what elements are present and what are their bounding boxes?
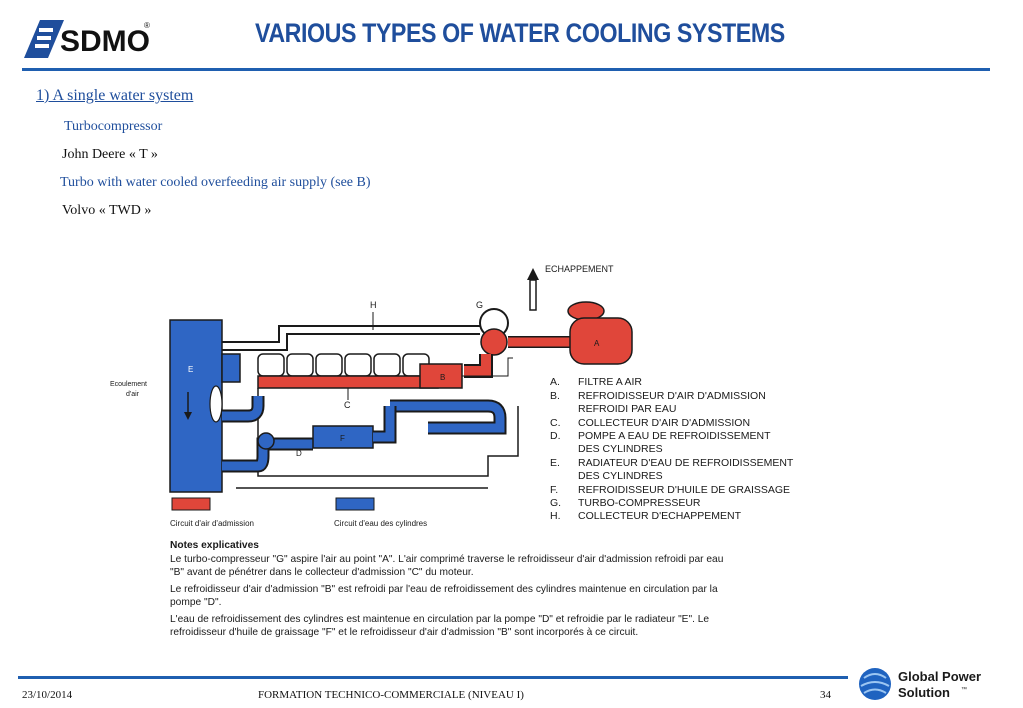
label-b: B	[440, 373, 445, 382]
page-number: 34	[820, 689, 831, 701]
svg-text:DES CYLINDRES: DES CYLINDRES	[578, 443, 663, 455]
explanatory-notes: Notes explicatives Le turbo-compresseur …	[170, 540, 723, 638]
label-e: E	[188, 365, 193, 374]
svg-text:DES CYLINDRES: DES CYLINDRES	[578, 470, 663, 482]
svg-text:TURBO-COMPRESSEUR: TURBO-COMPRESSEUR	[578, 497, 701, 509]
exhaust-arrow	[527, 268, 539, 280]
svg-text:"B" avant de pénétrer dans le: "B" avant de pénétrer dans le collecteur…	[170, 567, 474, 578]
notes-heading: Notes explicatives	[170, 540, 259, 551]
svg-text:H.: H.	[550, 510, 561, 522]
charge-air-cooler-b	[419, 363, 463, 389]
svg-text:pompe "D".: pompe "D".	[170, 597, 221, 608]
air-flow-label: Ecoulement	[110, 381, 147, 388]
intake-circuit-label: Circuit d'air d'admission	[170, 519, 254, 528]
label-g: G	[476, 300, 483, 310]
svg-text:FILTRE A AIR: FILTRE A AIR	[578, 376, 642, 388]
component-legend: A. FILTRE A AIR B. REFROIDISSEUR D'AIR D…	[550, 376, 794, 522]
svg-text:L'eau de refroidissement des c: L'eau de refroidissement des cylindres e…	[170, 614, 709, 625]
label-d: D	[296, 449, 302, 458]
svg-text:F.: F.	[550, 484, 558, 496]
svg-text:Le refroidisseur d'air d'admis: Le refroidisseur d'air d'admission "B" e…	[170, 584, 718, 595]
bullet-line: Volvo « TWD »	[62, 203, 152, 218]
bullet-line: Turbocompressor	[64, 119, 163, 134]
section-heading: 1) A single water system	[36, 87, 194, 104]
fan-icon	[209, 385, 223, 423]
water-circuit-label: Circuit d'eau des cylindres	[334, 519, 427, 528]
svg-text:A.: A.	[550, 376, 560, 388]
footer-date: 23/10/2014	[22, 689, 73, 701]
footer-course: FORMATION TECHNICO-COMMERCIALE (NIVEAU I…	[258, 689, 524, 701]
global-power-solution-logo: Global Power Solution ™	[859, 668, 981, 700]
svg-text:refroidisseur d'huile de grais: refroidisseur d'huile de graissage "F" e…	[170, 627, 638, 638]
sdmo-logo: SDMO ®	[24, 20, 150, 58]
svg-text:REFROIDISSEUR D'AIR D'ADMISSIO: REFROIDISSEUR D'AIR D'ADMISSION	[578, 390, 766, 402]
page-title: VARIOUS TYPES OF WATER COOLING SYSTEMS	[255, 18, 785, 48]
svg-text:COLLECTEUR D'ECHAPPEMENT: COLLECTEUR D'ECHAPPEMENT	[578, 510, 742, 522]
footer-divider	[18, 676, 848, 679]
svg-text:REFROIDISSEUR D'HUILE DE GRAIS: REFROIDISSEUR D'HUILE DE GRAISSAGE	[578, 484, 790, 496]
water-pump-d	[257, 432, 275, 450]
cooling-system-diagram: ECHAPPEMENT H G A	[110, 264, 794, 638]
bullet-line: Turbo with water cooled overfeeding air …	[60, 175, 371, 190]
svg-text:POMPE A EAU DE REFROIDISSEMENT: POMPE A EAU DE REFROIDISSEMENT	[578, 430, 771, 442]
svg-text:COLLECTEUR D'AIR D'ADMISSION: COLLECTEUR D'AIR D'ADMISSION	[578, 417, 750, 429]
exhaust-label: ECHAPPEMENT	[545, 264, 614, 274]
label-h: H	[370, 300, 377, 310]
svg-text:™: ™	[961, 686, 967, 693]
label-f: F	[340, 434, 345, 443]
water-circuit-swatch	[335, 497, 375, 511]
svg-text:B.: B.	[550, 390, 560, 402]
svg-text:REFROIDI PAR EAU: REFROIDI PAR EAU	[578, 403, 676, 415]
svg-text:E.: E.	[550, 457, 560, 469]
header-divider	[22, 68, 990, 71]
label-a: A	[594, 339, 600, 348]
label-c: C	[344, 400, 351, 410]
air-flow-label: d'air	[126, 391, 140, 398]
svg-text:C.: C.	[550, 417, 561, 429]
intake-manifold-c	[257, 375, 439, 389]
brand-line-2: Solution	[898, 685, 950, 700]
svg-text:G.: G.	[550, 497, 561, 509]
svg-text:Le turbo-compresseur "G" aspir: Le turbo-compresseur "G" aspire l'air au…	[170, 554, 723, 565]
engine-cylinders	[257, 353, 430, 377]
brand-line-1: Global Power	[898, 669, 981, 684]
bullet-line: John Deere « T »	[62, 147, 158, 162]
svg-text:®: ®	[144, 21, 150, 30]
sdmo-logo-text: SDMO	[60, 25, 150, 58]
air-filter-a	[569, 317, 633, 365]
svg-text:D.: D.	[550, 430, 561, 442]
svg-text:RADIATEUR D'EAU DE REFROIDISSE: RADIATEUR D'EAU DE REFROIDISSEMENT	[578, 457, 794, 469]
intake-circuit-swatch	[171, 497, 211, 511]
